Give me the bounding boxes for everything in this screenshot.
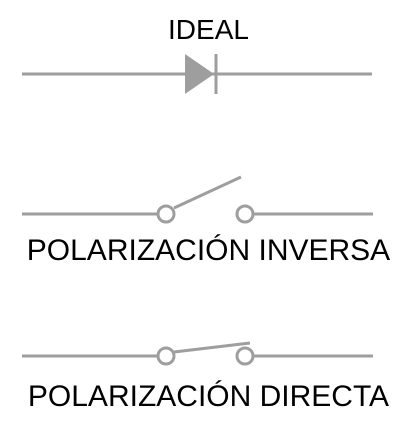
diode-icon — [22, 54, 372, 94]
closed-switch-icon — [22, 341, 373, 366]
reverse-bias-label: POLARIZACIÓN INVERSA — [26, 234, 391, 267]
closed-switch-left-terminal — [156, 346, 176, 366]
open-switch-icon — [22, 175, 373, 224]
open-switch-right-terminal — [235, 204, 255, 224]
open-switch-lever — [173, 175, 242, 210]
diode-triangle — [185, 54, 214, 94]
open-switch-left-terminal — [156, 204, 176, 224]
forward-bias-label: POLARIZACIÓN DIRECTA — [27, 380, 390, 413]
closed-switch-lever — [173, 341, 251, 354]
closed-switch-right-terminal — [235, 346, 255, 366]
ideal-label: IDEAL — [168, 14, 249, 45]
